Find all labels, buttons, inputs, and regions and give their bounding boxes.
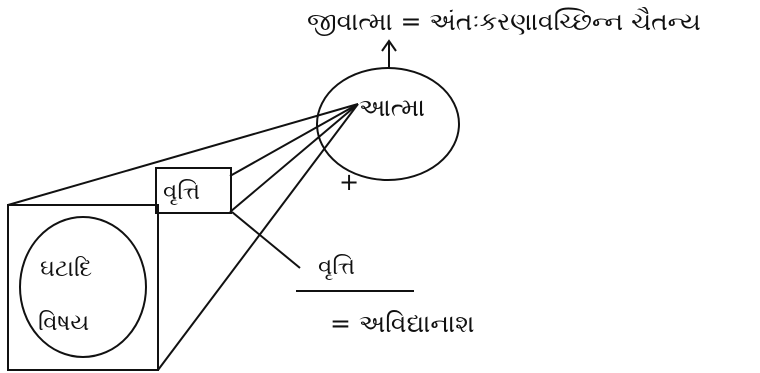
ray-to-vritti-top [229, 103, 359, 177]
ray-to-object-top [7, 103, 359, 206]
plus-sign: + [339, 168, 359, 196]
up-arrow [381, 39, 397, 68]
fraction-numerator: વૃત્તિ [318, 254, 355, 280]
atma-label: આત્મા [359, 93, 425, 122]
ray-to-object-bottom [157, 103, 359, 371]
top-equation: જીવાત્મા = અંતઃકરણાવચ્છિન્ન ચૈતન્ય [307, 7, 701, 36]
vritti-diagonal [231, 211, 301, 269]
fraction-result: = અવિદ્યાનાશ [330, 309, 474, 338]
vritti-box [155, 167, 232, 214]
object-box [7, 204, 159, 371]
vritti-box-label: વૃત્તિ [163, 179, 200, 205]
object-label-line1: ઘટાદિ [40, 256, 92, 282]
object-circle [19, 216, 147, 358]
ray-to-vritti-bottom [229, 103, 359, 213]
object-label-line2: વિષય [38, 310, 89, 336]
atma-ellipse [316, 67, 460, 181]
